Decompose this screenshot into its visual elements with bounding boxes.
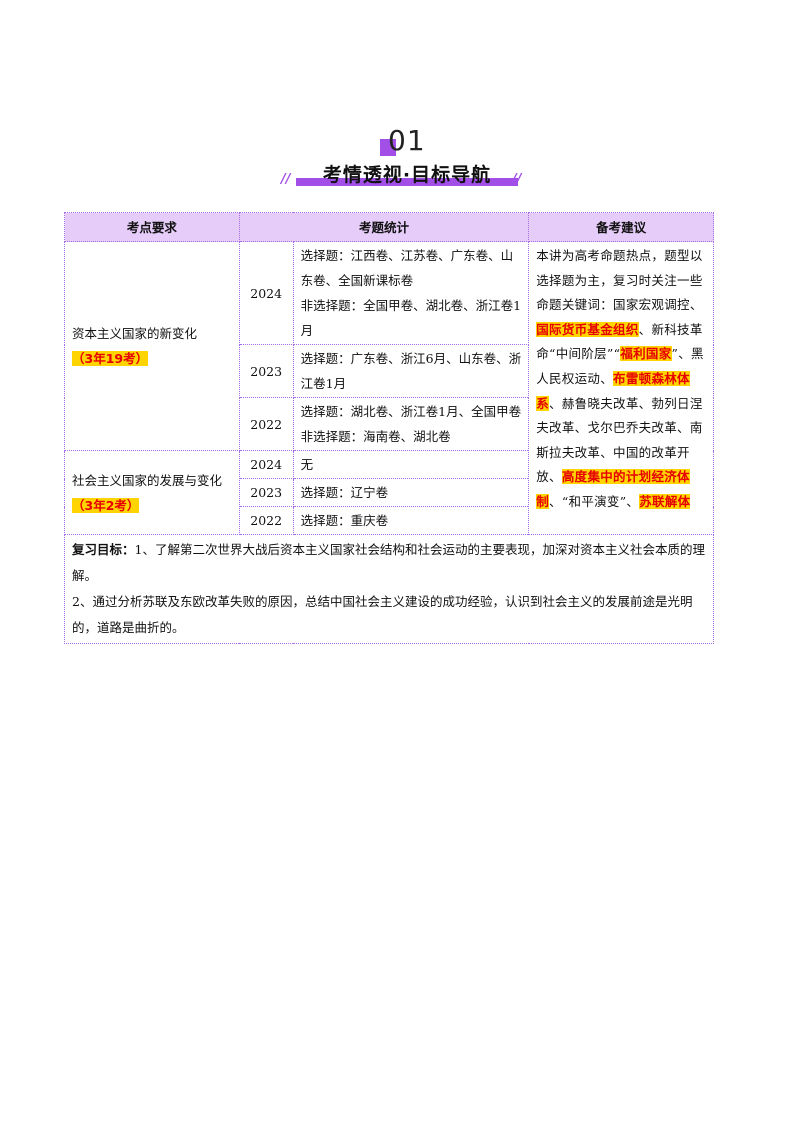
left-slash-decoration: // <box>281 172 291 187</box>
stat-line: 选择题：湖北卷、浙江卷1月、全国甲卷 <box>300 404 522 419</box>
table-row: 2023 选择题：广东卷、浙江6月、山东卷、浙江卷1月 <box>65 344 714 398</box>
stat-line: 选择题：辽宁卷 <box>300 485 389 500</box>
stat-cell: 选择题：辽宁卷 <box>292 478 530 507</box>
stat-cell: 选择题：江西卷、江苏卷、广东卷、山东卷、全国新课标卷 非选择题：全国甲卷、湖北卷… <box>292 241 530 345</box>
topic-name: 社会主义国家的发展与变化 <box>72 472 223 488</box>
keyword-highlight: 苏联解体 <box>639 493 691 509</box>
keyword-highlight: 福利国家 <box>620 346 672 362</box>
year-cell: 2023 <box>238 344 294 398</box>
exam-analysis-table: 考点要求 考题统计 备考建议 资本主义国家的新变化 （3年19考） 2024 选… <box>64 212 714 644</box>
advice-text: 本讲为高考命题热点，题型以选择题为主，复习时关注一些命题关键词：国家宏观调控、 <box>536 248 703 313</box>
advice-text: 、新科技革命“中间阶层”“ <box>536 321 703 362</box>
section-header: 01 // 考情透视·目标导航 // <box>0 120 800 200</box>
stat-cell: 无 <box>292 450 530 479</box>
review-goal-line: 2、通过分析苏联及东欧改革失败的原因，总结中国社会主义建设的成功经验，认识到社会… <box>72 594 693 635</box>
stat-cell: 选择题：重庆卷 <box>292 506 530 535</box>
right-slash-decoration: // <box>512 172 522 187</box>
stat-line: 选择题：江西卷、江苏卷、广东卷、山东卷、全国新课标卷 <box>300 248 514 288</box>
header-requirements: 考点要求 <box>64 212 240 242</box>
advice-text: 、赫鲁晓夫改革、勃列日涅夫改革、戈尔巴乔夫改革、南斯拉夫改革、中国的改革开放、 <box>536 395 703 485</box>
number-accent-block <box>380 139 396 156</box>
table-row: 社会主义国家的发展与变化 （3年2考） 2024 无 <box>64 450 714 535</box>
section-title: 考情透视·目标导航 <box>322 164 492 186</box>
header-statistics: 考题统计 <box>238 212 530 242</box>
stat-cell: 选择题：广东卷、浙江6月、山东卷、浙江卷1月 <box>292 344 530 398</box>
table-row: 资本主义国家的新变化 （3年19考） 2024 选择题：江西卷、江苏卷、广东卷、… <box>64 241 714 535</box>
table-row: 2022 选择题：湖北卷、浙江卷1月、全国甲卷 非选择题：海南卷、湖北卷 <box>65 397 714 451</box>
year-cell: 2023 <box>238 478 294 507</box>
stat-cell: 选择题：湖北卷、浙江卷1月、全国甲卷 非选择题：海南卷、湖北卷 <box>292 397 530 451</box>
header-advice: 备考建议 <box>528 212 714 242</box>
advice-cell: 本讲为高考命题热点，题型以选择题为主，复习时关注一些命题关键词：国家宏观调控、国… <box>528 241 714 535</box>
review-goal-cell: 复习目标：1、了解第二次世界大战后资本主义国家社会结构和社会运动的主要表现，加深… <box>64 534 714 644</box>
review-goal-row: 复习目标：1、了解第二次世界大战后资本主义国家社会结构和社会运动的主要表现，加深… <box>64 534 714 644</box>
section-number-badge: 01 <box>372 124 432 160</box>
topic-count: （3年2考） <box>72 497 140 513</box>
stat-line: 非选择题：全国甲卷、湖北卷、浙江卷1月 <box>300 298 522 338</box>
topic-count: （3年19考） <box>72 351 149 366</box>
topic-name: 资本主义国家的新变化 <box>72 326 198 341</box>
topic-cell: 社会主义国家的发展与变化 （3年2考） <box>64 450 240 535</box>
section-number: 01 <box>388 124 426 157</box>
table-header-row: 考点要求 考题统计 备考建议 <box>64 212 714 242</box>
stat-line: 无 <box>300 457 314 472</box>
advice-text: 、“和平演变”、 <box>549 493 640 509</box>
title-underline-bar <box>296 178 518 186</box>
year-cell: 2022 <box>238 506 294 535</box>
advice-text: ”、黑人民权运动、 <box>536 346 704 386</box>
stat-line: 选择题：重庆卷 <box>300 513 389 528</box>
year-cell: 2024 <box>238 241 294 345</box>
review-goal-line: 1、了解第二次世界大战后资本主义国家社会结构和社会运动的主要表现，加深对资本主义… <box>72 542 705 583</box>
stat-line: 选择题：广东卷、浙江6月、山东卷、浙江卷1月 <box>300 351 522 391</box>
year-cell: 2022 <box>238 397 294 451</box>
keyword-highlight: 国际货币基金组织 <box>536 321 639 337</box>
stat-line: 非选择题：海南卷、湖北卷 <box>300 429 451 444</box>
topic-cell: 资本主义国家的新变化 （3年19考） <box>64 241 240 451</box>
review-goal-label: 复习目标： <box>72 542 135 557</box>
year-cell: 2024 <box>238 450 294 479</box>
